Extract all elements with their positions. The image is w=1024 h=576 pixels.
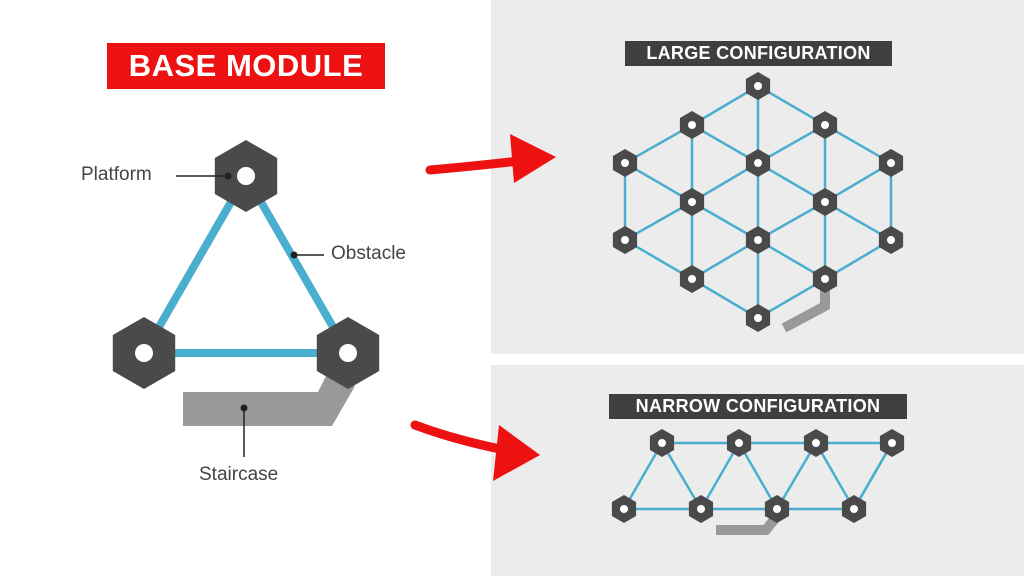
staircase-icon — [781, 290, 830, 333]
hexagon-platform-icon — [745, 149, 771, 177]
hexagon-platform-icon — [112, 317, 176, 389]
hexagon-platform-icon — [679, 188, 705, 216]
platform-hole — [887, 159, 895, 167]
hexagon-platform-icon — [612, 226, 638, 254]
hexagon-platform-icon — [688, 495, 714, 523]
platform-hole — [735, 439, 743, 447]
arrow-head — [510, 134, 556, 183]
obstacle-leader-dot — [290, 251, 298, 259]
platform-hole — [821, 275, 829, 283]
hexagon-platform-icon — [214, 140, 278, 212]
obstacle-edge — [775, 442, 818, 510]
platform-hole — [821, 198, 829, 206]
platform-hole — [621, 236, 629, 244]
arrow-shaft — [410, 420, 510, 455]
staircase-leader-dot — [240, 404, 248, 412]
obstacle-edge — [852, 442, 894, 510]
hexagon-platform-icon — [726, 429, 752, 457]
label-leaders — [176, 172, 324, 457]
platform-hole — [688, 198, 696, 206]
platform-hole — [812, 439, 820, 447]
obstacle-label: Obstacle — [331, 243, 406, 264]
platform-hole — [850, 505, 858, 513]
hexagon-platform-icon — [812, 188, 838, 216]
hexagon-platform-icon — [745, 304, 771, 332]
hexagon-platform-icon — [649, 429, 675, 457]
hexagon-platform-icon — [679, 265, 705, 293]
hexagon-platform-icon — [745, 72, 771, 100]
base-module-title: BASE MODULE — [107, 43, 385, 89]
hexagon-platform-icon — [841, 495, 867, 523]
platform-hole — [658, 439, 666, 447]
platform-hole — [620, 505, 628, 513]
hexagon-platform-icon — [878, 226, 904, 254]
platform-hole — [339, 344, 357, 362]
platform-hole — [773, 505, 781, 513]
hexagon-platform-icon — [679, 111, 705, 139]
platform-hole — [887, 236, 895, 244]
platform-hole — [754, 236, 762, 244]
platform-label: Platform — [81, 164, 152, 185]
arrow-right-icon — [425, 134, 556, 183]
platform-hole — [688, 121, 696, 129]
arrow-head — [493, 425, 540, 481]
platform-hole — [688, 275, 696, 283]
obstacle-edge — [622, 442, 664, 510]
hexagon-platform-icon — [803, 429, 829, 457]
staircase-label: Staircase — [199, 464, 279, 485]
hexagon-platform-icon — [812, 111, 838, 139]
staircase-icon — [183, 372, 355, 426]
platform-hole — [754, 314, 762, 322]
platform-hole — [821, 121, 829, 129]
platform-hole — [697, 505, 705, 513]
obstacle-edge — [737, 442, 779, 510]
hexagon-platform-icon — [316, 317, 380, 389]
obstacle-edge — [140, 174, 250, 355]
hexagon-platform-icon — [745, 226, 771, 254]
platform-hole — [888, 439, 896, 447]
platform-hole — [621, 159, 629, 167]
arrow-right-icon — [410, 420, 540, 481]
obstacle-edge — [660, 442, 703, 510]
arrows — [410, 134, 556, 481]
platform-hole — [754, 159, 762, 167]
platform-hole — [135, 344, 153, 362]
platform-hole — [754, 82, 762, 90]
obstacle-edge — [814, 442, 856, 510]
staircase-icon — [716, 512, 781, 535]
hexagon-platform-icon — [878, 149, 904, 177]
hexagon-platform-icon — [812, 265, 838, 293]
obstacle-edge — [242, 174, 352, 355]
platform-hole — [237, 167, 255, 185]
hexagon-platform-icon — [612, 149, 638, 177]
hexagon-platform-icon — [879, 429, 905, 457]
obstacle-edge — [699, 442, 741, 510]
hexagon-platform-icon — [611, 495, 637, 523]
hexagon-platform-icon — [764, 495, 790, 523]
narrow-configuration-title: NARROW CONFIGURATION — [609, 394, 907, 419]
platforms — [112, 72, 905, 523]
platform-leader-dot — [224, 172, 232, 180]
large-configuration-title: LARGE CONFIGURATION — [625, 41, 892, 66]
